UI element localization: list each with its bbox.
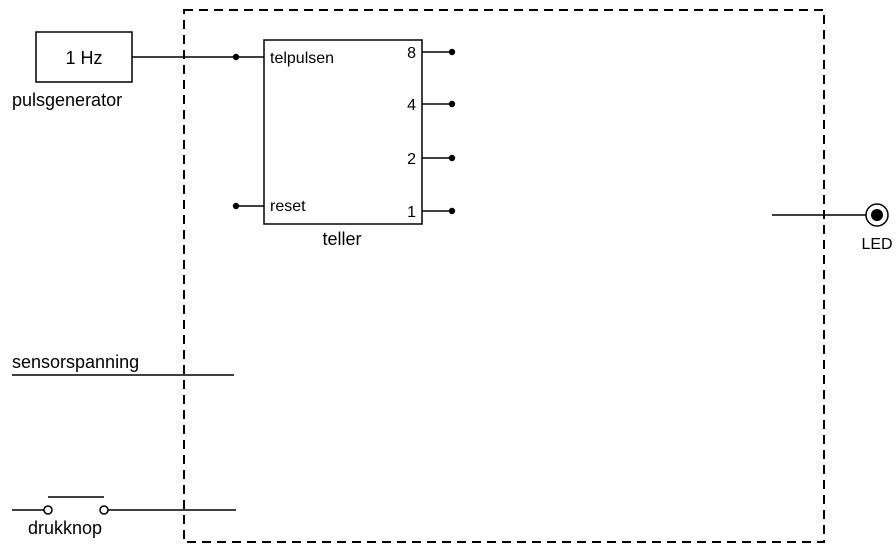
push-button-caption: drukknop bbox=[28, 518, 102, 538]
output-node bbox=[448, 154, 456, 162]
sensor-caption: sensorspanning bbox=[12, 352, 139, 372]
pulse-generator-frequency: 1 Hz bbox=[65, 48, 102, 68]
reset-wire-node bbox=[232, 202, 240, 210]
counter-output-label: 1 bbox=[407, 204, 416, 221]
counter-box bbox=[263, 39, 423, 225]
push-button: drukknop bbox=[12, 496, 236, 538]
led-caption: LED bbox=[861, 236, 892, 253]
pulse-generator-caption: pulsgenerator bbox=[12, 90, 122, 110]
output-node bbox=[448, 48, 456, 56]
push-button-contact-right bbox=[99, 505, 109, 515]
counter-output-2: 2 bbox=[407, 151, 456, 168]
output-node bbox=[448, 207, 456, 215]
led: LED bbox=[772, 203, 893, 253]
counter-caption: teller bbox=[322, 229, 361, 249]
counter-output-4: 4 bbox=[407, 97, 456, 114]
counter-output-label: 4 bbox=[407, 97, 416, 114]
counter: telpulsen reset teller 8 4 2 1 bbox=[232, 39, 456, 249]
counter-output-1: 1 bbox=[407, 204, 456, 221]
counter-output-label: 2 bbox=[407, 151, 416, 168]
pulse-generator-box bbox=[35, 31, 133, 83]
led-icon-inner bbox=[871, 209, 883, 221]
sensor-voltage: sensorspanning bbox=[12, 352, 234, 376]
circuit-enclosure-dashed bbox=[183, 9, 825, 543]
counter-input-reset-label: reset bbox=[270, 198, 306, 215]
pulse-wire-node bbox=[232, 53, 240, 61]
pulse-generator: 1 Hz pulsgenerator bbox=[12, 31, 264, 110]
counter-output-label: 8 bbox=[407, 45, 416, 62]
push-button-contact-left bbox=[43, 505, 53, 515]
output-node bbox=[448, 100, 456, 108]
counter-output-8: 8 bbox=[407, 45, 456, 62]
counter-input-count-label: telpulsen bbox=[270, 50, 334, 67]
